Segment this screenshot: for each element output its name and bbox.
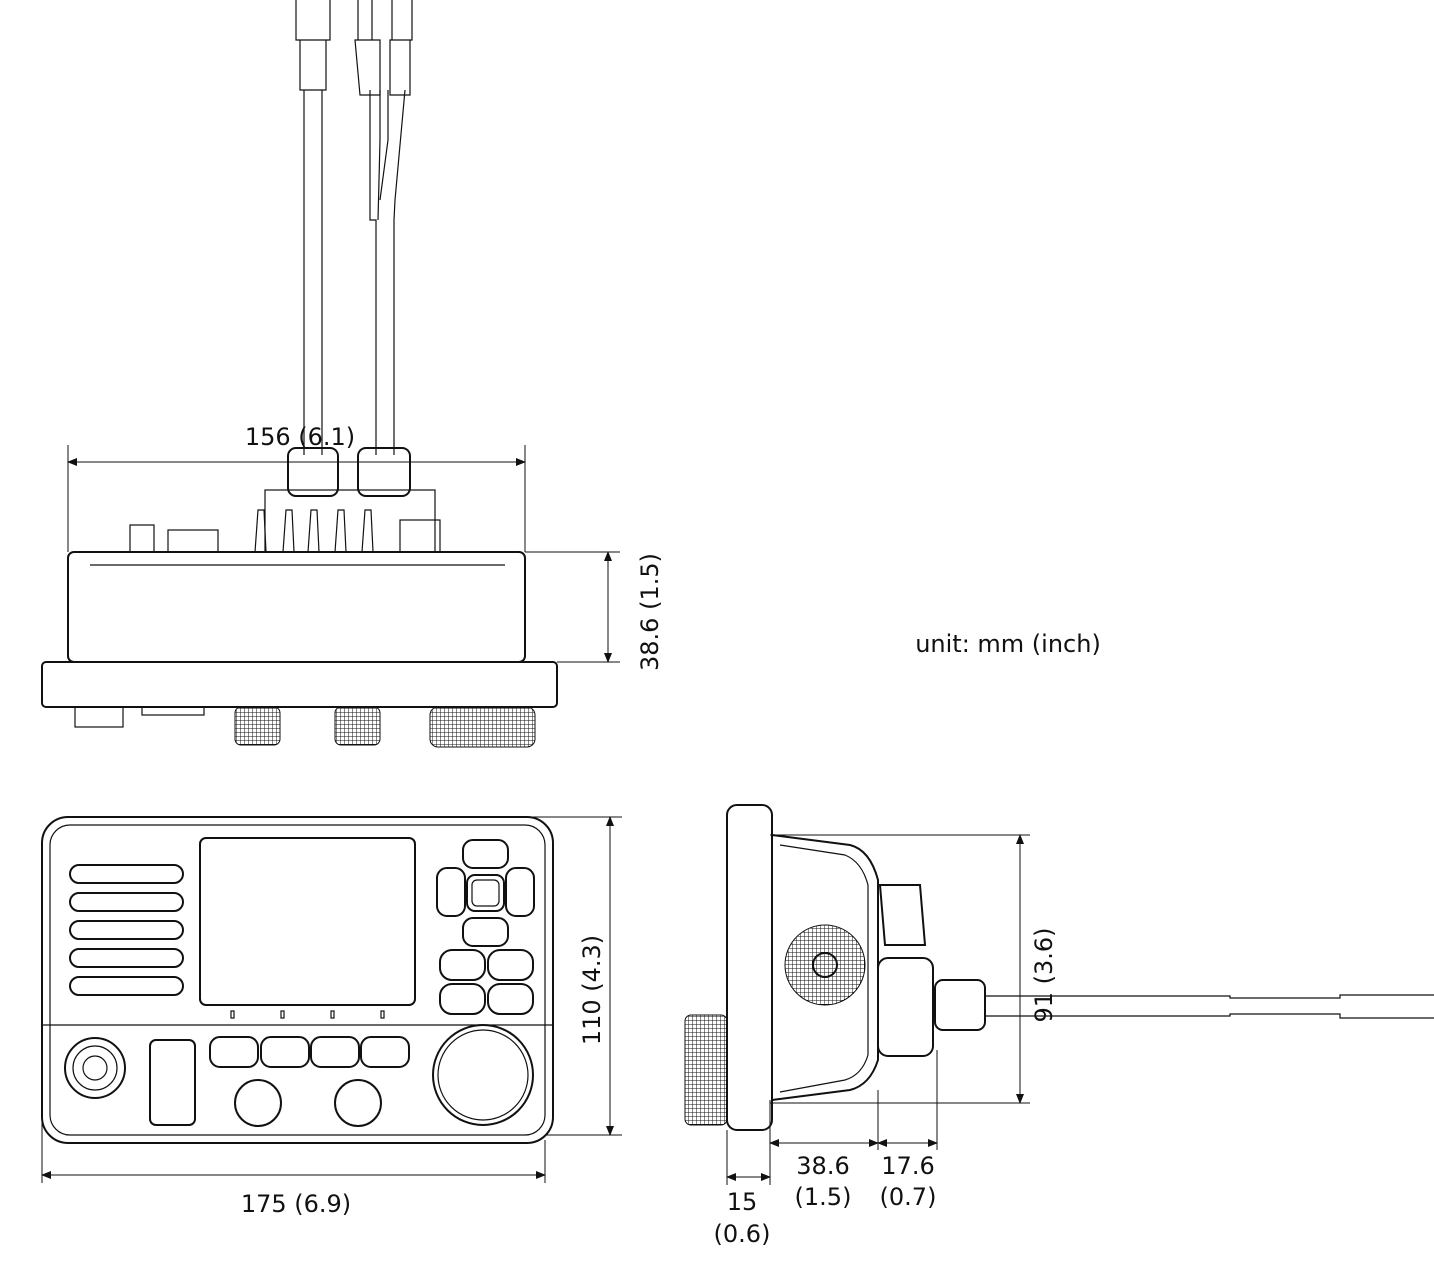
- volume-knob-top: [234, 706, 281, 746]
- front-panel: [41, 816, 554, 1144]
- channel-knob-top: [429, 706, 536, 748]
- flange-depth-in: (0.6): [714, 1220, 771, 1248]
- side-cable-gland: [877, 957, 934, 1057]
- radio-body-top: [67, 551, 526, 663]
- squelch-knob: [334, 1079, 382, 1127]
- mic-hanger-top: [141, 706, 205, 716]
- top-width-label: 156 (6.1): [245, 423, 355, 451]
- connector-depth-in: (0.7): [880, 1183, 937, 1211]
- front-width-label: 175 (6.9): [241, 1190, 351, 1218]
- body-depth-in: (1.5): [795, 1183, 852, 1211]
- body-depth-mm: 38.6: [796, 1152, 849, 1180]
- unit-note: unit: mm (inch): [915, 630, 1101, 658]
- front-view: 110 (4.3) 175 (6.9): [41, 816, 622, 1218]
- keypad-buttons: [209, 839, 535, 1068]
- screen-soft-key-markers: [230, 1010, 385, 1019]
- rear-post: [129, 524, 155, 553]
- mic-connector-top: [74, 706, 124, 728]
- cooling-fins: [254, 509, 374, 553]
- cable-gland-left: [287, 447, 339, 497]
- mic-hanger: [149, 1039, 196, 1126]
- squelch-knob-top: [334, 706, 381, 746]
- front-height-label: 110 (4.3): [578, 935, 606, 1045]
- rear-socket: [167, 529, 219, 553]
- cable-gland-right: [357, 447, 411, 497]
- rear-fin-block: [264, 489, 436, 553]
- side-channel-knob: [684, 1014, 728, 1126]
- cables: [295, 0, 413, 455]
- side-rear-fan: [784, 924, 866, 1006]
- mic-connector: [64, 1037, 126, 1099]
- side-flange: [726, 804, 773, 1131]
- rear-terminal: [399, 519, 441, 553]
- side-view: 91 (3.6) 15 (0.6) 38.6 (1.5) 17.6 (0.7): [684, 804, 1434, 1248]
- flange-depth-mm: 15: [727, 1188, 758, 1216]
- side-body: [771, 833, 879, 1102]
- side-height-label: 91 (3.6): [1030, 927, 1058, 1022]
- volume-knob: [234, 1079, 282, 1127]
- top-view: 156 (6.1) 38.6 (1.5): [41, 0, 664, 748]
- speaker-grille: [69, 864, 184, 996]
- connector-depth-mm: 17.6: [881, 1152, 934, 1180]
- lcd-screen: [199, 837, 416, 1006]
- top-height-label: 38.6 (1.5): [636, 553, 664, 671]
- side-rear-connector-top: [878, 884, 927, 946]
- front-flange-top: [41, 661, 558, 708]
- channel-knob: [432, 1024, 534, 1126]
- side-cable: [985, 994, 1434, 1019]
